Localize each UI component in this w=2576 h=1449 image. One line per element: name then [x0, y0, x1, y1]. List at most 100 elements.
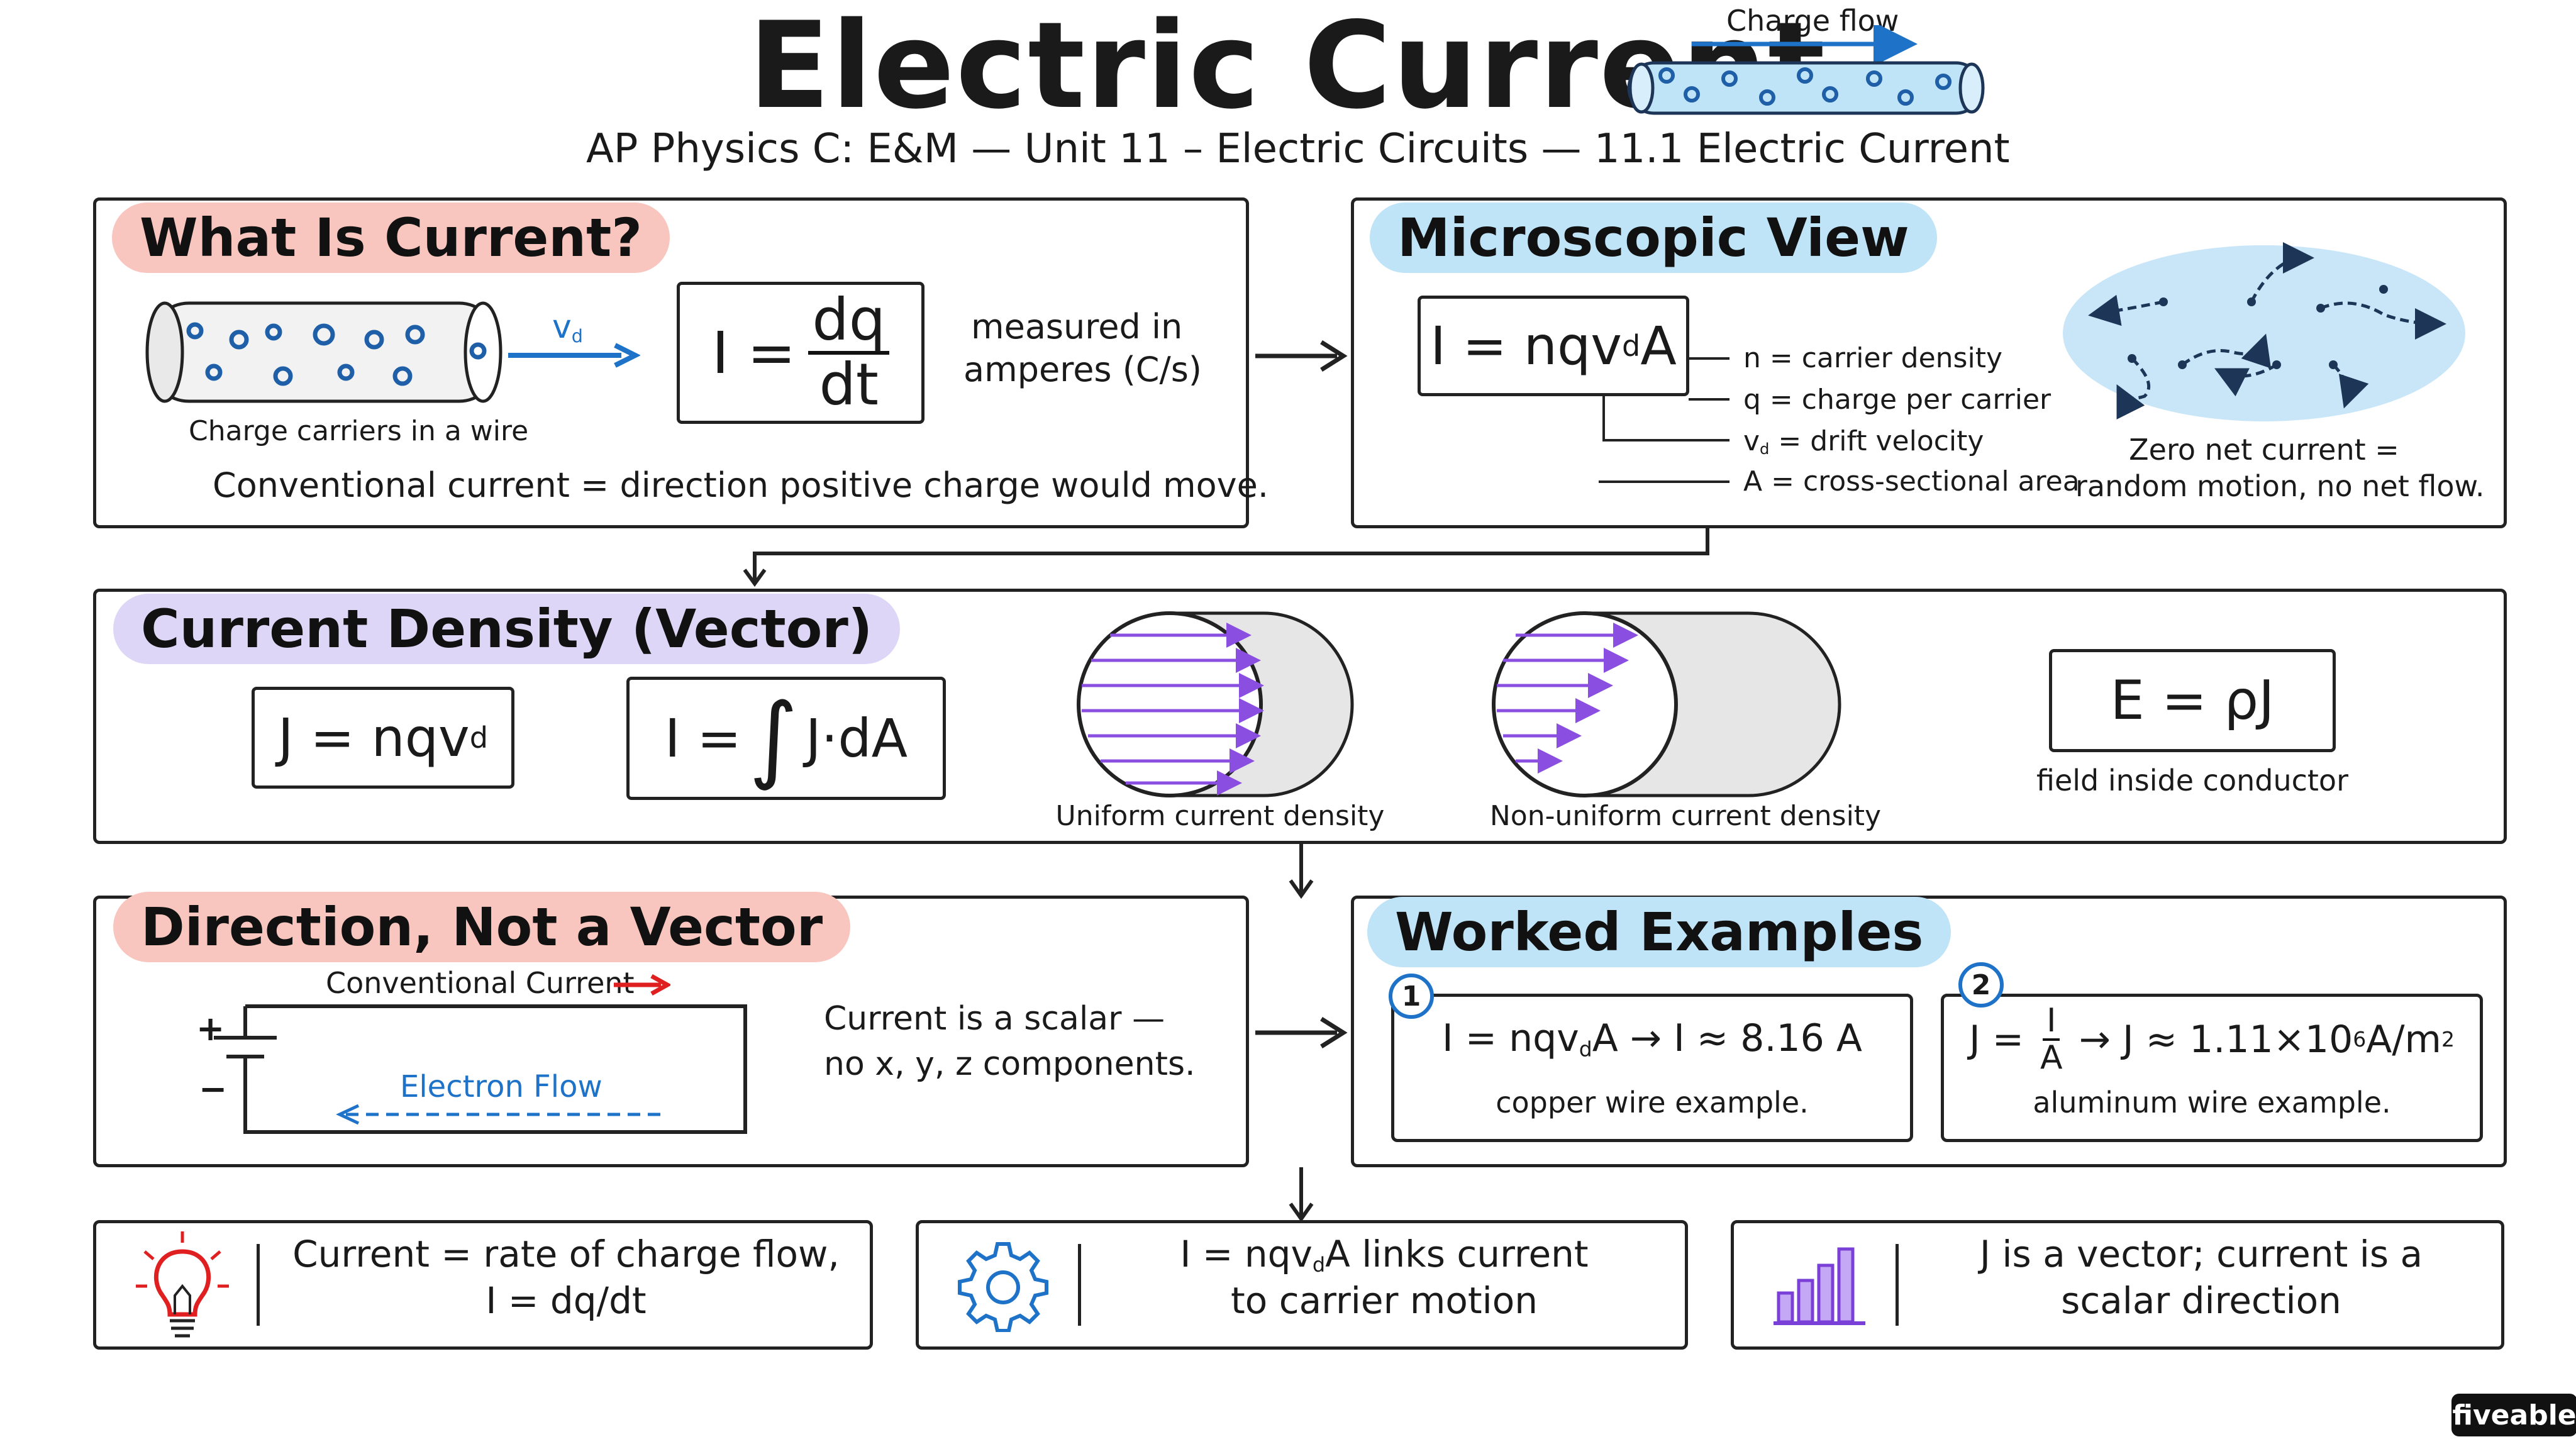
legend-vd-symbol: v — [1743, 425, 1760, 457]
legend-n: n = carrier density — [1743, 342, 2002, 374]
page-subtitle: AP Physics C: E&M — Unit 11 – Electric C… — [586, 126, 2010, 172]
ex2-denominator: A — [2040, 1038, 2063, 1077]
units-line-1: measured in — [971, 307, 1183, 347]
formula-lhs: I = — [711, 319, 796, 387]
summary-1-line-2: I = dq/dt — [486, 1279, 647, 1322]
vd-symbol: v — [552, 308, 572, 346]
charge-flow-label: Charge flow — [1726, 4, 1899, 38]
flow-arrow-5 — [1289, 1167, 1314, 1223]
ex2-unit-exponent: 2 — [2441, 1027, 2455, 1052]
scalar-line-1: Current is a scalar — — [824, 1000, 1165, 1038]
legend-connectors — [1599, 357, 1729, 483]
flow-arrow-2 — [743, 526, 1709, 587]
conventional-current-label: Conventional Current — [326, 966, 635, 1000]
uniform-label: Uniform current density — [1055, 800, 1385, 832]
brand-text: fiveable — [2452, 1399, 2576, 1431]
e-caption: field inside conductor — [2036, 763, 2348, 797]
formula-denominator: dt — [819, 351, 879, 418]
formula-fraction: dq dt — [808, 290, 890, 418]
flow-arrow-4 — [1255, 1017, 1348, 1048]
summary-card-3 — [1731, 1220, 2504, 1350]
wire-carriers-graphic — [145, 301, 502, 403]
battery-plus: + — [196, 1009, 225, 1048]
ex1-formula-sub: d — [1579, 1036, 1592, 1062]
integral-symbol: ∫ — [748, 684, 798, 793]
formula-sub: d — [1622, 329, 1641, 363]
j-formula-sub: d — [469, 721, 489, 755]
summary-2-pre: I = nqv — [1180, 1233, 1313, 1275]
gear-icon — [958, 1242, 1048, 1332]
example-2-card — [1941, 994, 2483, 1142]
flow-arrow-1 — [1255, 340, 1348, 372]
ex1-formula-post: A → I ≈ 8.16 A — [1592, 1016, 1862, 1060]
ex2-fraction: I A — [2036, 1004, 2067, 1075]
uniform-density-graphic — [1077, 611, 1354, 797]
current-definition-formula: I = dq dt — [677, 282, 924, 424]
summary-2-line-1: I = nqvdA links current — [1092, 1233, 1677, 1277]
brand-badge: fiveable — [2451, 1394, 2576, 1436]
legend-vd-text: = drift velocity — [1778, 425, 1984, 457]
summary-3-line-1: J is a vector; current is a — [1979, 1233, 2423, 1275]
battery-minus: − — [199, 1069, 228, 1109]
legend-vd: vd = drift velocity — [1743, 425, 1984, 458]
scalar-line-2: no x, y, z components. — [824, 1045, 1196, 1083]
ex2-unit: A/m — [2366, 1017, 2442, 1062]
wire-caption: Charge carriers in a wire — [189, 415, 529, 447]
formula-pre: I = nqv — [1430, 315, 1623, 377]
units-line-2: amperes (C/s) — [963, 350, 1202, 389]
summary-divider-3 — [1896, 1244, 1899, 1326]
summary-2-post: A links current — [1325, 1233, 1589, 1275]
integral-formula: I = ∫ J·dA — [626, 677, 946, 800]
example-2-caption: aluminum wire example. — [2033, 1085, 2391, 1119]
example-1-caption: copper wire example. — [1496, 1085, 1809, 1119]
example-1-formula: I = nqvdA → I ≈ 8.16 A — [1391, 1016, 1913, 1061]
summary-card-2 — [916, 1220, 1688, 1350]
random-motion-cloud — [2063, 242, 2465, 421]
e-rho-j-formula: E = ρJ — [2049, 649, 2336, 752]
flow-arrow-3 — [1289, 844, 1314, 899]
example-1-badge: 1 — [1389, 974, 1434, 1019]
ex2-numerator: I — [2043, 1004, 2060, 1041]
example-2-badge: 2 — [1958, 962, 2004, 1008]
vd-subscript: d — [571, 325, 583, 347]
random-motion-line-1: Zero net current = — [2129, 433, 2399, 467]
random-motion-line-2: random motion, no net flow. — [2075, 469, 2485, 503]
worked-examples-heading: Worked Examples — [1367, 897, 1951, 967]
summary-3-line-2: scalar direction — [2061, 1279, 2341, 1322]
circuit-diagram — [214, 1004, 747, 1134]
electron-flow-label: Electron Flow — [400, 1069, 602, 1104]
conventional-current-note: Conventional current = direction positiv… — [213, 465, 1269, 505]
summary-divider-2 — [1078, 1244, 1081, 1326]
charge-flow-graphic — [1627, 25, 1985, 115]
legend-q: q = charge per carrier — [1743, 384, 2051, 416]
ex2-formula-mid: → J ≈ 1.11×10 — [2079, 1017, 2353, 1062]
drift-velocity-label: vd — [552, 308, 583, 347]
nonuniform-label: Non-uniform current density — [1489, 800, 1882, 832]
what-is-current-heading: What Is Current? — [112, 203, 670, 273]
formula-numerator: dq — [808, 290, 890, 355]
conventional-arrow — [614, 974, 670, 996]
ex2-formula-lhs: J = — [1968, 1017, 2024, 1062]
ex1-formula-pre: I = nqv — [1442, 1016, 1579, 1060]
summary-2-sub: d — [1312, 1252, 1326, 1277]
direction-heading: Direction, Not a Vector — [113, 892, 851, 962]
bar-chart-icon — [1774, 1247, 1865, 1325]
microscopic-heading: Microscopic View — [1370, 203, 1937, 273]
nonuniform-density-graphic — [1492, 611, 1841, 797]
current-density-heading: Current Density (Vector) — [113, 594, 901, 664]
legend-vd-sub: d — [1760, 440, 1770, 458]
summary-divider-1 — [257, 1244, 260, 1326]
lightbulb-icon — [136, 1231, 229, 1338]
integral-rhs: J·dA — [805, 708, 908, 769]
summary-2-line-2: to carrier motion — [1231, 1279, 1538, 1322]
drift-arrow — [508, 343, 640, 368]
ex2-exponent: 6 — [2353, 1027, 2367, 1052]
legend-a: A = cross-sectional area — [1743, 465, 2080, 497]
j-formula-pre: J = nqv — [277, 707, 470, 769]
formula-post: A — [1640, 315, 1677, 377]
summary-1-line-1: Current = rate of charge flow, — [292, 1233, 840, 1275]
example-1-card — [1391, 994, 1913, 1142]
